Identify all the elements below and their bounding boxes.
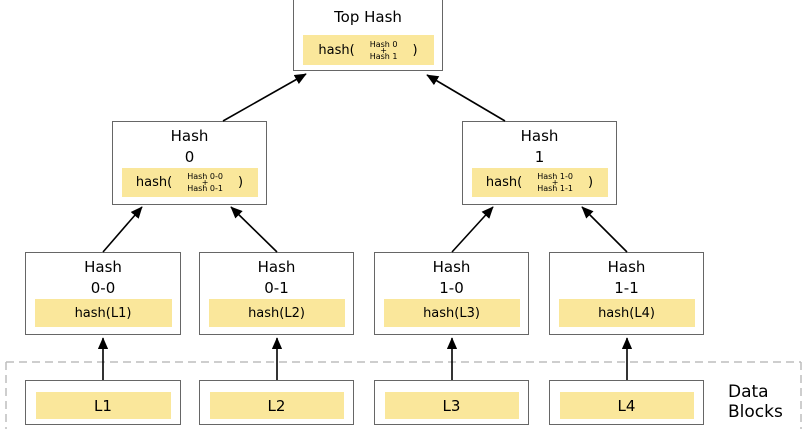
- node-title-line2: 1-0: [439, 279, 464, 297]
- node-title-line1: Hash: [257, 258, 296, 276]
- node-title-line1: Hash: [170, 127, 209, 145]
- hash-formula-text: hash(L3): [423, 305, 480, 321]
- hash-operand-bottom: Hash 1: [369, 51, 398, 61]
- data-block-value: L3: [384, 392, 519, 419]
- hash-formula: hash( Hash 0-0 + Hash 0-1 ): [121, 168, 258, 197]
- node-title-line2: 0-1: [264, 279, 289, 297]
- hash-formula: hash(L3): [383, 299, 520, 327]
- hash-formula: hash(L1): [34, 299, 172, 327]
- data-block-value: L4: [559, 392, 694, 419]
- hash-operand-bottom: Hash 1-1: [537, 184, 573, 193]
- hash-prefix: hash(: [318, 42, 355, 58]
- arrow-hash00-to-hash0: [102, 206, 143, 253]
- data-block-l4: L4: [549, 380, 704, 425]
- node-title-line2: 1: [534, 148, 545, 166]
- node-title-line2: 0: [184, 148, 195, 166]
- hash-formula: hash(L2): [208, 299, 345, 327]
- hash-operator: +: [551, 178, 559, 187]
- hash-operand-stack: Hash 0-0 + Hash 0-1: [187, 172, 223, 193]
- node-title-line2: 0-0: [90, 279, 116, 297]
- node-title-line1: Hash: [84, 258, 122, 276]
- hash-operand-bottom: Hash 0-1: [187, 184, 223, 193]
- node-title-line1: Hash: [520, 127, 559, 145]
- arrow-hash11-to-hash1: [581, 206, 628, 253]
- hash-formula-text: hash(L1): [74, 305, 132, 321]
- node-hash-1-0: Hash 1-0 hash(L3): [374, 252, 529, 335]
- data-block-l3: L3: [374, 380, 529, 425]
- node-title: Hash 0-0: [84, 257, 122, 299]
- hash-formula: hash( Hash 0 + Hash 1 ): [302, 35, 434, 65]
- node-title: Hash 0-1: [258, 257, 296, 299]
- hash-prefix: hash(: [485, 175, 523, 190]
- hash-formula-text: hash(L2): [248, 305, 305, 321]
- data-blocks-label: Data Blocks: [728, 382, 783, 422]
- hash-formula-text: hash(L4): [598, 305, 655, 321]
- node-title-line2: 1-1: [614, 279, 639, 297]
- hash-operand-stack: Hash 0 + Hash 1: [369, 39, 398, 61]
- node-hash-1: Hash 1 hash( Hash 1-0 + Hash 1-1 ): [462, 121, 617, 205]
- hash-suffix: ): [412, 42, 418, 58]
- data-blocks-label-line2: Blocks: [728, 402, 783, 422]
- hash-prefix: hash(: [135, 175, 173, 190]
- hash-operand-stack: Hash 1-0 + Hash 1-1: [537, 172, 573, 193]
- hash-formula: hash(L4): [558, 299, 695, 327]
- node-title: Hash 1-0: [433, 257, 471, 299]
- node-hash-0-0: Hash 0-0 hash(L1): [25, 252, 181, 335]
- arrow-hash01-to-hash0: [230, 206, 278, 253]
- hash-suffix: ): [587, 175, 594, 190]
- hash-operand-top: Hash 1-0: [537, 172, 573, 181]
- node-hash-0: Hash 0 hash( Hash 0-0 + Hash 0-1 ): [112, 121, 267, 205]
- node-hash-0-1: Hash 0-1 hash(L2): [199, 252, 354, 335]
- node-title: Top Hash: [334, 8, 402, 26]
- node-title-line1: Hash: [432, 258, 471, 276]
- hash-suffix: ): [237, 175, 244, 190]
- hash-operator: +: [380, 45, 387, 55]
- data-block-l1: L1: [25, 380, 181, 425]
- hash-operand-top: Hash 0-0: [187, 172, 223, 181]
- arrow-hash1-to-top: [426, 74, 506, 122]
- data-block-value: L2: [209, 392, 344, 419]
- hash-formula: hash( Hash 1-0 + Hash 1-1 ): [471, 168, 608, 197]
- data-block-l2: L2: [199, 380, 354, 425]
- hash-operand-top: Hash 0: [369, 39, 398, 49]
- node-hash-1-1: Hash 1-1 hash(L4): [549, 252, 704, 335]
- arrow-hash10-to-hash1: [451, 206, 494, 253]
- data-block-value: L1: [35, 392, 171, 419]
- node-title: Hash 0: [171, 126, 209, 168]
- node-title: Hash 1: [521, 126, 559, 168]
- node-top-hash: Top Hash hash( Hash 0 + Hash 1 ): [293, 0, 443, 71]
- arrow-hash0-to-top: [222, 73, 307, 122]
- data-blocks-label-line1: Data: [728, 382, 769, 402]
- node-title-line1: Hash: [607, 258, 646, 276]
- node-title: Hash 1-1: [608, 257, 646, 299]
- hash-operator: +: [201, 178, 209, 187]
